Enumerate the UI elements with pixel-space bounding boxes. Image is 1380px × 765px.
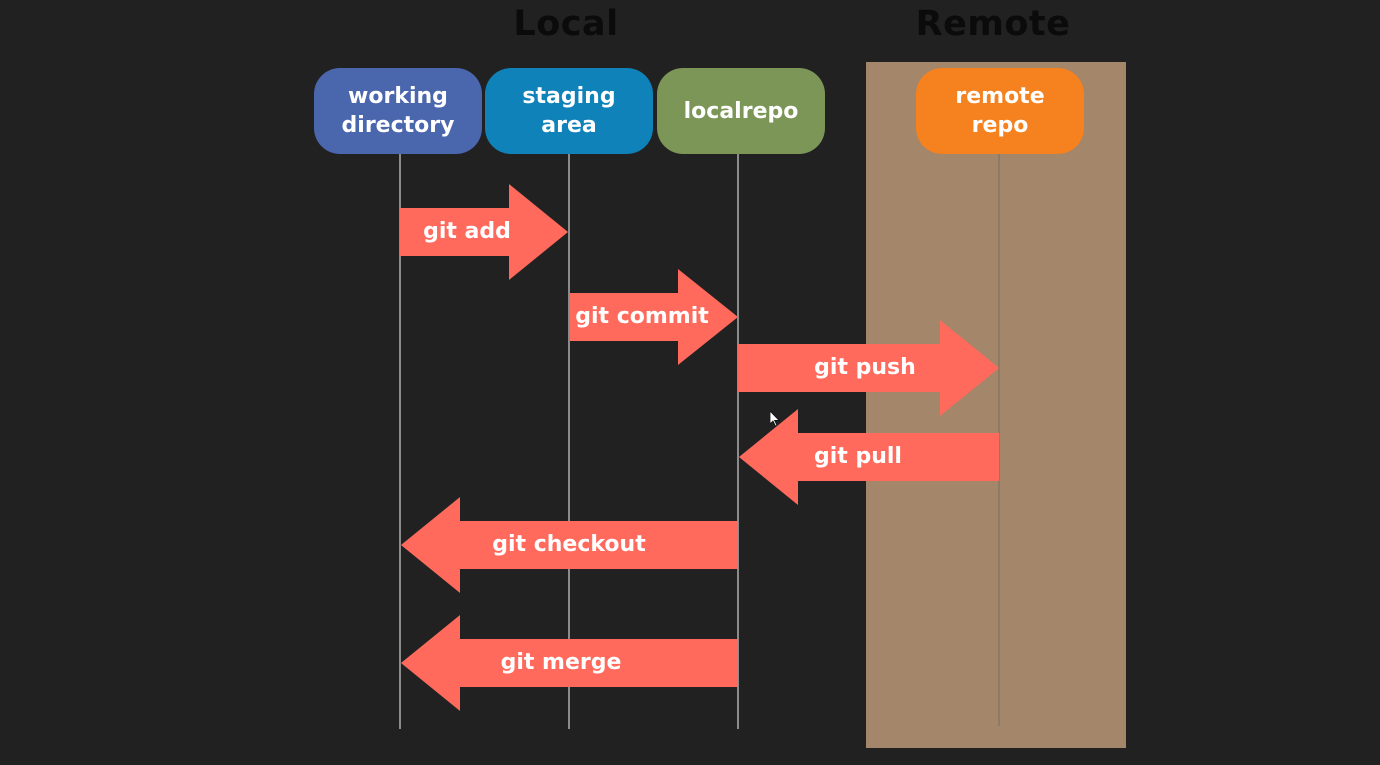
mouse-pointer-icon xyxy=(770,411,780,427)
local-repo-lifeline xyxy=(737,154,739,729)
git-commit-arrow xyxy=(570,269,738,365)
git-checkout-arrow xyxy=(401,497,738,593)
staging-area-node: staging area xyxy=(485,68,653,154)
git-push-arrow xyxy=(738,320,999,416)
git-add-label: git add xyxy=(423,219,511,244)
git-add-arrow xyxy=(400,184,568,280)
git-pull-arrow xyxy=(739,409,999,505)
git-checkout-label: git checkout xyxy=(492,532,646,557)
remote-repo-node: remote repo xyxy=(916,68,1084,154)
git-pull-label: git pull xyxy=(814,444,902,469)
local-repo-node: localrepo xyxy=(657,68,825,154)
git-push-label: git push xyxy=(814,355,916,380)
remote-section-title: Remote xyxy=(915,4,1071,44)
git-merge-arrow xyxy=(401,615,738,711)
working-directory-lifeline xyxy=(399,154,401,729)
staging-area-lifeline xyxy=(568,154,570,729)
git-commit-label: git commit xyxy=(575,304,709,329)
git-merge-label: git merge xyxy=(500,650,622,675)
remote-panel xyxy=(866,62,1126,748)
local-section-title: Local xyxy=(513,4,619,44)
working-directory-node: working directory xyxy=(314,68,482,154)
